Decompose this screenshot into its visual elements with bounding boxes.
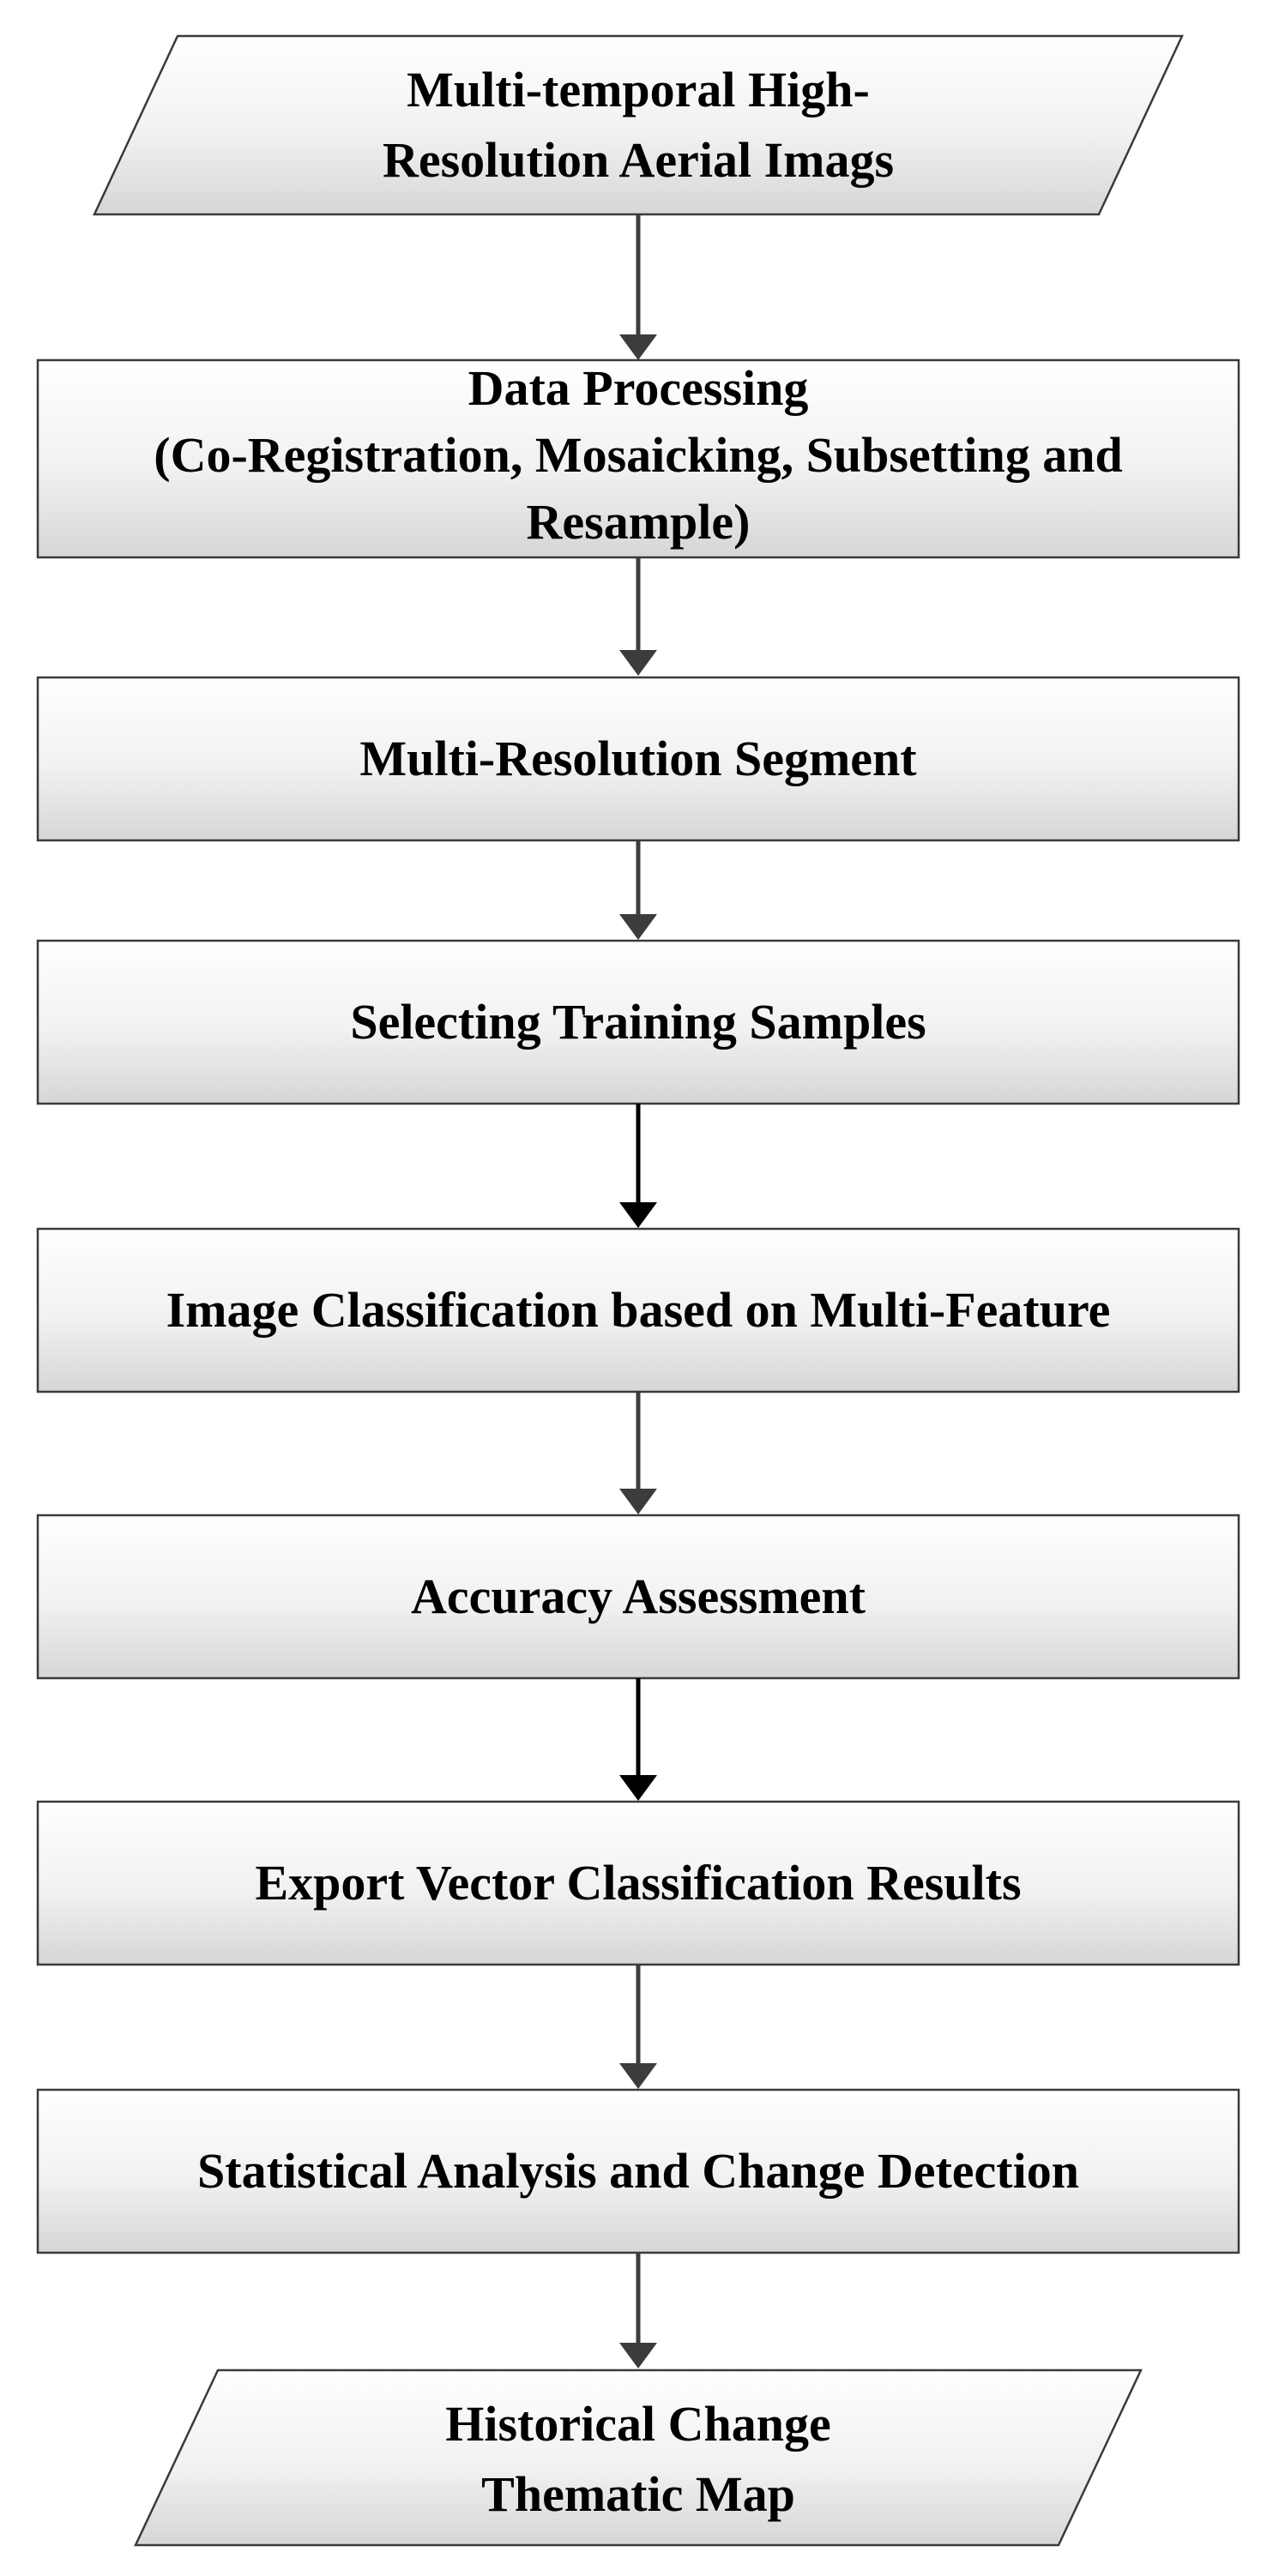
process-node-accuracy-assessment: Accuracy Assessment: [36, 1514, 1240, 1680]
output-node-line-1: Historical Change: [445, 2396, 830, 2452]
output-node-thematic-map: Historical Change Thematic Map: [134, 2368, 1143, 2547]
process-node-selecting-training-samples: Selecting Training Samples: [36, 939, 1240, 1105]
arrow-6: [619, 1678, 657, 1801]
input-node-aerial-images: Multi-temporal High- Resolution Aerial I…: [93, 34, 1184, 216]
output-node-line-2: Thematic Map: [481, 2466, 795, 2522]
arrow-8: [619, 2253, 657, 2368]
multi-resolution-segment-label: Multi-Resolution Segment: [359, 731, 917, 786]
process-node-statistical-analysis: Statistical Analysis and Change Detectio…: [36, 2088, 1240, 2254]
image-classification-label: Image Classification based on Multi-Feat…: [166, 1282, 1111, 1338]
process-node-data-processing: Data Processing (Co-Registration, Mosaic…: [36, 358, 1240, 559]
process-node-export-vector-results: Export Vector Classification Results: [36, 1800, 1240, 1966]
selecting-training-samples-label: Selecting Training Samples: [350, 994, 926, 1050]
export-vector-results-label: Export Vector Classification Results: [255, 1855, 1021, 1911]
input-node-line-1: Multi-temporal High-: [407, 62, 870, 117]
input-node-line-2: Resolution Aerial Imags: [383, 132, 894, 188]
arrow-1: [619, 214, 657, 360]
accuracy-assessment-label: Accuracy Assessment: [411, 1568, 866, 1624]
arrow-5: [619, 1392, 657, 1514]
data-processing-line-1: Data Processing: [468, 360, 809, 416]
data-processing-line-2: (Co-Registration, Mosaicking, Subsetting…: [154, 427, 1122, 483]
process-node-multi-resolution-segment: Multi-Resolution Segment: [36, 676, 1240, 842]
statistical-analysis-label: Statistical Analysis and Change Detectio…: [197, 2143, 1079, 2199]
arrow-7: [619, 1965, 657, 2089]
arrow-4: [619, 1104, 657, 1228]
process-node-image-classification: Image Classification based on Multi-Feat…: [36, 1227, 1240, 1393]
arrow-2: [619, 557, 657, 676]
arrow-3: [619, 840, 657, 940]
data-processing-line-3: Resample): [527, 494, 751, 550]
